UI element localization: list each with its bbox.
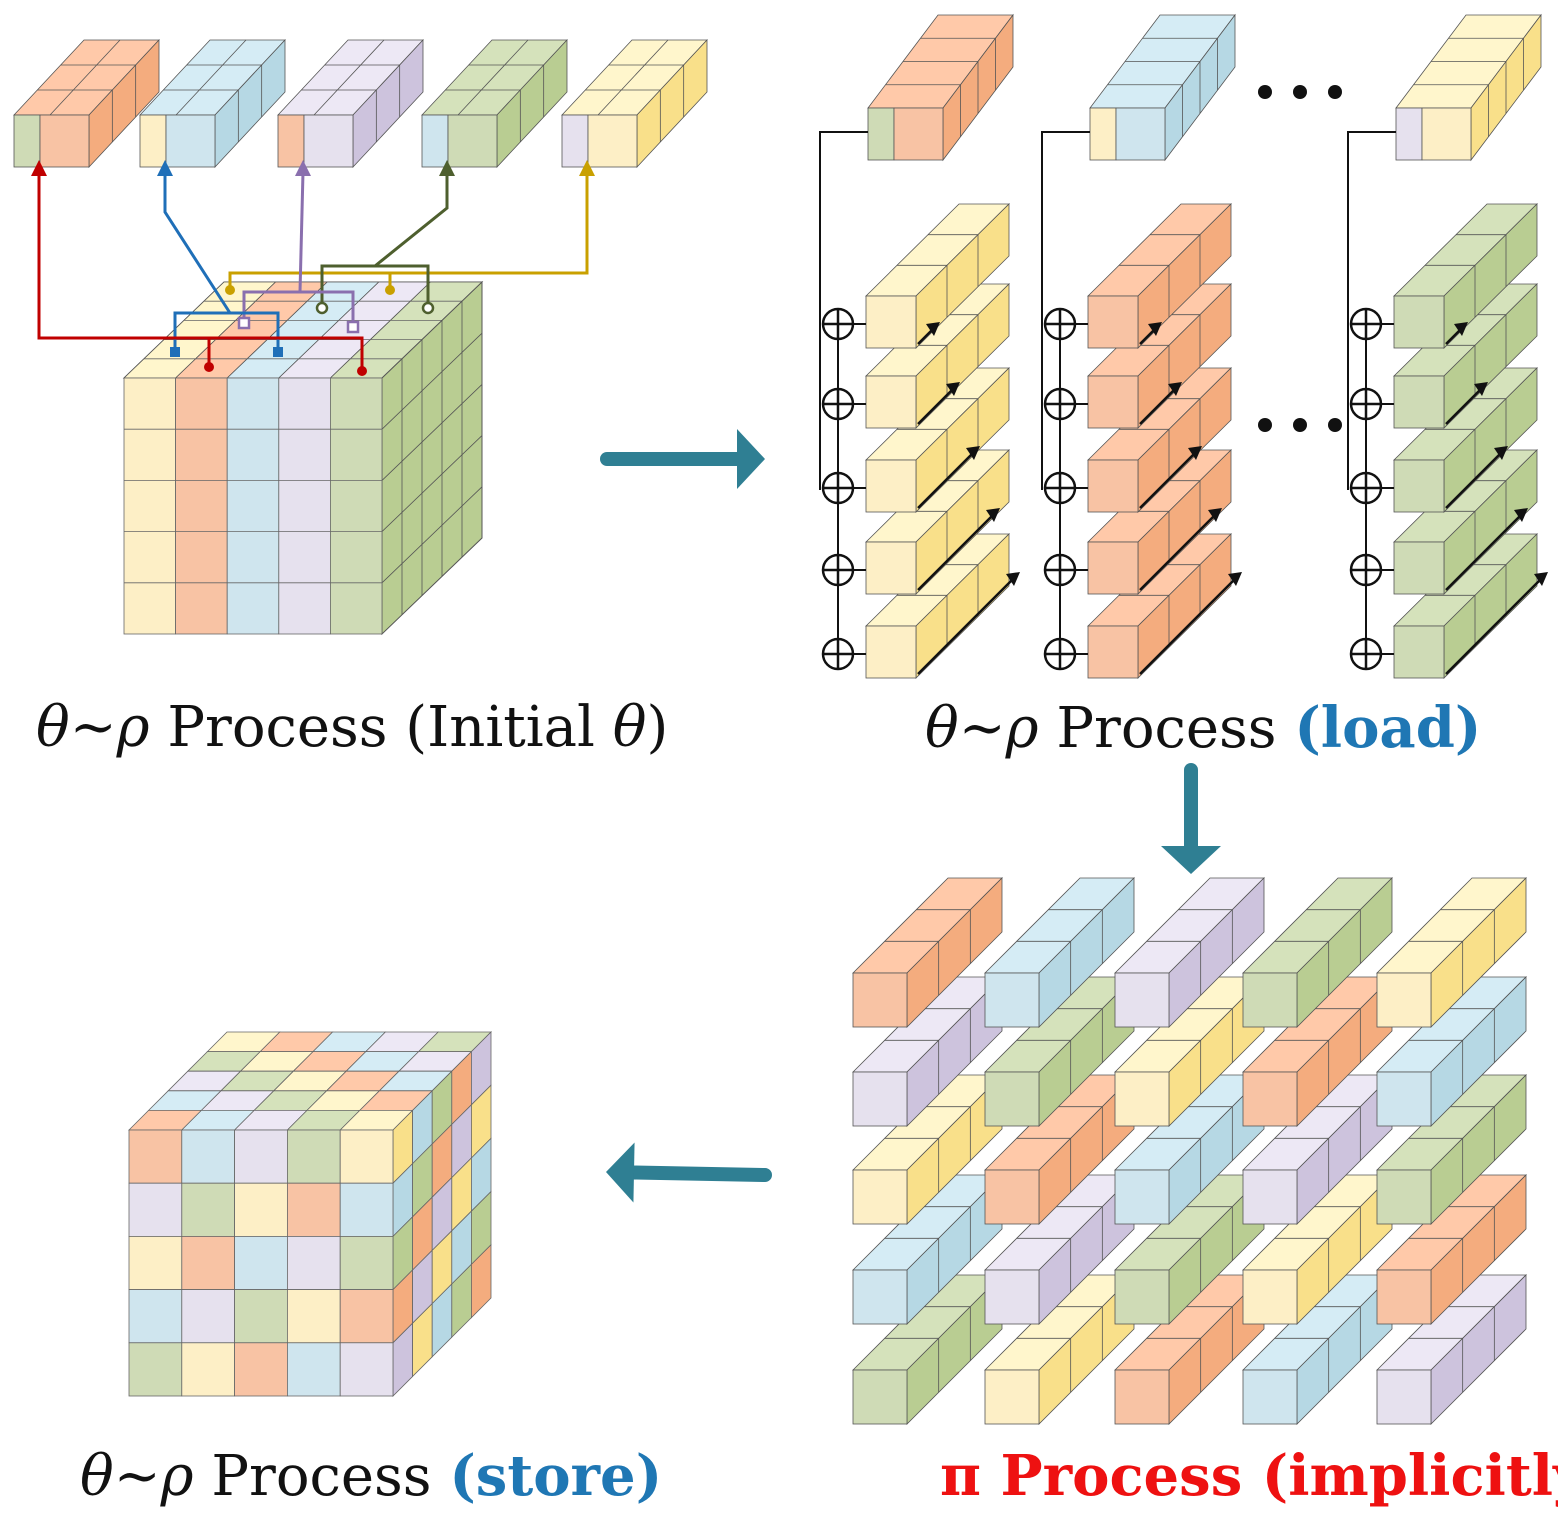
olive-dot-2 xyxy=(421,301,435,315)
ellipsis-dot xyxy=(1293,85,1307,99)
blue-arrowhead xyxy=(157,160,173,176)
ellipsis-dot xyxy=(1293,418,1307,432)
red-route xyxy=(207,336,364,370)
purple-route xyxy=(242,290,355,326)
load-column-2 xyxy=(1041,13,1242,679)
caption-store: θ~ρ Process (store) xyxy=(80,1443,663,1509)
ellipsis-dot xyxy=(1328,418,1342,432)
blue-route xyxy=(173,311,280,350)
source-bar-4 xyxy=(421,38,568,169)
source-bar-3 xyxy=(277,38,424,169)
gold-arrowhead xyxy=(579,160,595,176)
caption-load: θ~ρ Process (load) xyxy=(925,695,1482,761)
purple-dot-2 xyxy=(346,320,360,334)
olive-up xyxy=(374,172,449,268)
purple-dot-1 xyxy=(237,316,251,330)
olive-arrowhead xyxy=(439,160,455,176)
blue-dot-1 xyxy=(170,347,180,357)
load-column-3 xyxy=(1347,13,1548,679)
source-bar-2 xyxy=(139,38,286,169)
caption-initial: θ~ρ Process (Initial θ) xyxy=(36,695,669,760)
gold-dot-1 xyxy=(225,285,235,295)
stored-cube xyxy=(128,1031,492,1397)
red-up xyxy=(37,172,209,340)
initial-cube xyxy=(122,280,484,636)
red-dot-2 xyxy=(357,366,367,376)
gold-route xyxy=(228,172,589,290)
ellipsis-dot xyxy=(1258,85,1272,99)
ellipsis-dot xyxy=(1258,418,1272,432)
purple-up xyxy=(298,171,305,293)
arrow-down xyxy=(1161,763,1221,874)
load-column-1 xyxy=(819,13,1020,679)
implicit-bars xyxy=(852,877,1527,1425)
olive-dot-1 xyxy=(315,301,329,315)
source-bar-5 xyxy=(561,38,708,169)
gold-dot-2 xyxy=(385,285,395,295)
red-dot-1 xyxy=(204,362,214,372)
caption-implicit: π Process (implicitly) xyxy=(940,1443,1558,1509)
arrow-left xyxy=(606,1142,772,1203)
blue-up xyxy=(163,172,232,314)
red-arrowhead xyxy=(31,160,47,176)
arrow-right xyxy=(600,429,765,489)
source-bar-1 xyxy=(13,38,160,169)
blue-dot-2 xyxy=(273,347,283,357)
purple-arrowhead xyxy=(295,160,311,176)
ellipsis-dot xyxy=(1328,85,1342,99)
